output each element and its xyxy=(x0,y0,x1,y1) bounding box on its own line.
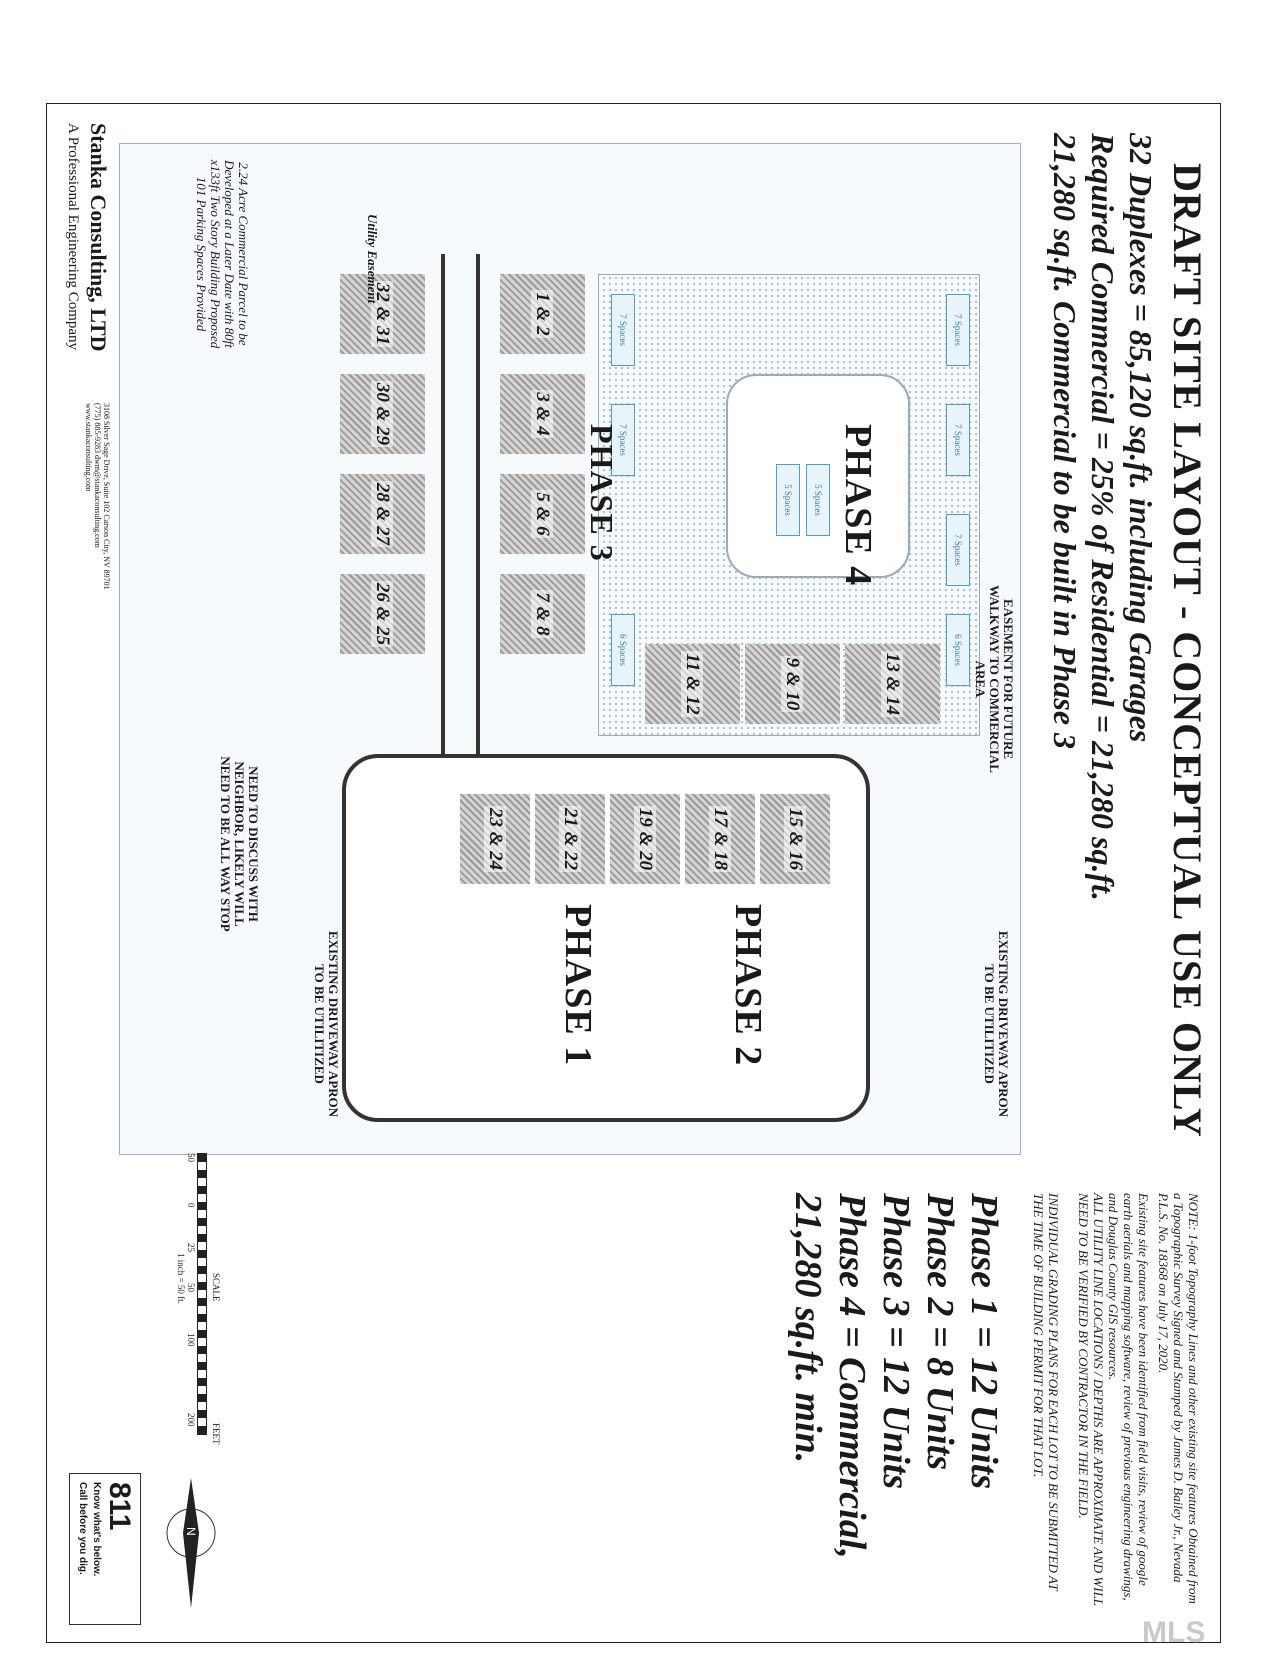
scale-tick-5: 200 xyxy=(186,1413,196,1427)
driveway-apron-right-callout: EXISTING DRIVEWAY APRON TO BE UTILITIZED xyxy=(982,930,1011,1118)
company-tagline: A Professional Engineering Company xyxy=(65,123,81,351)
badge-line-2: Call before you dig. xyxy=(77,1482,88,1575)
phase-1-label: PHASE 1 xyxy=(557,904,599,1067)
lot-1-2: 1 & 2 xyxy=(500,274,585,354)
scale-bar-graphic xyxy=(197,1153,207,1435)
svg-text:N: N xyxy=(184,1527,198,1536)
parking-spaces: 7 Spaces xyxy=(611,294,635,366)
utility-easement-label: Utility Easement xyxy=(365,214,380,304)
lot-7-8: 7 & 8 xyxy=(500,574,585,654)
headline-commercial-phase: 21,280 sq.ft. Commercial to be built in … xyxy=(1047,133,1083,750)
company-address: 3108 Silver Sage Drive, Suite 102 Carson… xyxy=(84,403,111,590)
phase-summary-1: Phase 1 = 12 Units xyxy=(963,1193,1005,1490)
commercial-parcel-callout: 2.24 Acre Commercial Parcel to be Develo… xyxy=(194,159,251,349)
parking-spaces: 7 Spaces xyxy=(946,294,970,366)
lot-23-24: 23 & 24 xyxy=(460,794,530,884)
drawing-sheet-border xyxy=(46,103,1221,1643)
parking-spaces: 7 Spaces xyxy=(946,514,970,586)
scale-ratio: 1 inch = 50 ft. xyxy=(176,1253,186,1304)
scale-tick-2: 25 xyxy=(186,1243,196,1252)
phase-summary-4: Phase 4 = Commercial, xyxy=(831,1193,873,1559)
mls-watermark: MLS xyxy=(1142,1616,1206,1649)
lot-9-10: 9 & 10 xyxy=(745,644,840,724)
lot-11-12: 11 & 12 xyxy=(645,644,740,724)
parking-spaces: 5 Spaces xyxy=(776,464,800,536)
scale-tick-1: 0 xyxy=(186,1203,196,1208)
road-edge xyxy=(441,254,445,774)
headline-duplexes: 32 Duplexes = 85,120 sq.ft. including Ga… xyxy=(1123,133,1159,743)
note-utility-locations: ALL UTILITY LINE LOCATIONS / DEPTHS ARE … xyxy=(1076,1193,1106,1606)
road-edge xyxy=(476,254,480,774)
north-arrow-icon: N xyxy=(161,1473,221,1613)
lot-32-31: 32 & 31 xyxy=(340,274,425,354)
scale-tick-3: 50 xyxy=(186,1283,196,1292)
badge-line-1: Know what's below. xyxy=(91,1482,102,1577)
parking-spaces: 6 Spaces xyxy=(946,614,970,686)
phase-summary: Phase 1 = 12 Units Phase 2 = 8 Units Pha… xyxy=(786,1193,1006,1559)
call-811-badge: 811 Know what's below. Call before you d… xyxy=(69,1473,141,1625)
phase-4-label: PHASE 4 xyxy=(837,424,879,587)
lot-30-29: 30 & 29 xyxy=(340,374,425,454)
note-grading-plans: INDIVIDUAL GRADING PLANS FOR EACH LOT TO… xyxy=(1031,1193,1061,1591)
site-plan: 7 Spaces 7 Spaces 7 Spaces 7 Spaces 7 Sp… xyxy=(119,143,1021,1155)
scale-unit: FEET xyxy=(211,1423,221,1445)
note-topography: NOTE: 1-foot Topography Lines and other … xyxy=(1156,1193,1201,1604)
site-plan-drawing: DRAFT SITE LAYOUT - CONCEPTUAL USE ONLY … xyxy=(46,103,1221,1643)
phase-2-label: PHASE 2 xyxy=(727,904,769,1067)
phase-summary-2: Phase 2 = 8 Units xyxy=(919,1193,961,1471)
company-name: Stanka Consulting, LTD xyxy=(86,123,111,352)
parking-spaces: 5 Spaces xyxy=(806,464,830,536)
parking-spaces: 6 Spaces xyxy=(611,614,635,686)
walkway-easement-callout: EASEMENT FOR FUTURE WALKWAY TO COMMERCIA… xyxy=(973,585,1016,773)
note-site-features: Existing site features have been identif… xyxy=(1106,1193,1151,1601)
phase-summary-5: 21,280 sq.ft. min. xyxy=(787,1193,829,1464)
lot-21-22: 21 & 22 xyxy=(535,794,605,884)
lot-13-14: 13 & 14 xyxy=(845,644,940,724)
badge-number: 811 xyxy=(103,1482,136,1531)
lot-28-27: 28 & 27 xyxy=(340,474,425,554)
lot-5-6: 5 & 6 xyxy=(500,474,585,554)
scale-tick-4: 100 xyxy=(186,1333,196,1347)
driveway-apron-left-callout: EXISTING DRIVEWAY APRON TO BE UTILITIZED xyxy=(312,930,341,1118)
scale-tick-0: 50 xyxy=(186,1153,196,1162)
lot-17-18: 17 & 18 xyxy=(685,794,755,884)
lot-15-16: 15 & 16 xyxy=(760,794,830,884)
lot-26-25: 26 & 25 xyxy=(340,574,425,654)
scale-bar: SCALE 50 0 25 50 100 200 FEET 1 inch = 5… xyxy=(176,1153,221,1445)
lot-19-20: 19 & 20 xyxy=(610,794,680,884)
headline-required-commercial: Required Commercial = 25% of Residential… xyxy=(1085,133,1121,901)
drawing-title: DRAFT SITE LAYOUT - CONCEPTUAL USE ONLY xyxy=(1165,163,1210,1138)
neighbor-stop-callout: NEED TO DISCUSS WITH NEIGHBOR, LIKELY WI… xyxy=(218,756,261,932)
lot-3-4: 3 & 4 xyxy=(500,374,585,454)
phase-summary-3: Phase 3 = 12 Units xyxy=(875,1193,917,1490)
scale-label: SCALE xyxy=(211,1273,221,1302)
phase-3-label: PHASE 3 xyxy=(584,424,620,562)
parking-spaces: 7 Spaces xyxy=(946,404,970,476)
